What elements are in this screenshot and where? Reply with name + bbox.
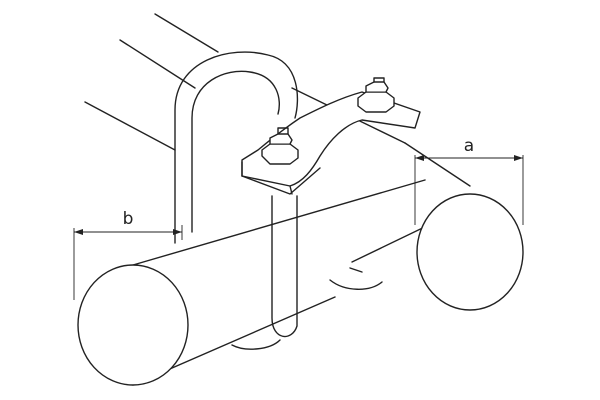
left-pipe <box>77 179 426 386</box>
u-bolt-leg <box>231 195 298 350</box>
back-nut-icon <box>357 77 395 113</box>
dimension-b-label: b <box>123 209 134 229</box>
front-nut-icon <box>261 127 299 165</box>
right-pipe-end <box>351 142 524 311</box>
lower-pipe-back <box>84 101 176 151</box>
dimension-a: a <box>414 136 524 225</box>
lower-saddle <box>329 267 383 290</box>
dimension-a-label: a <box>464 136 474 156</box>
u-bolt-loop <box>174 51 299 244</box>
dimension-b: b <box>73 209 183 300</box>
upper-pipe <box>119 13 406 144</box>
